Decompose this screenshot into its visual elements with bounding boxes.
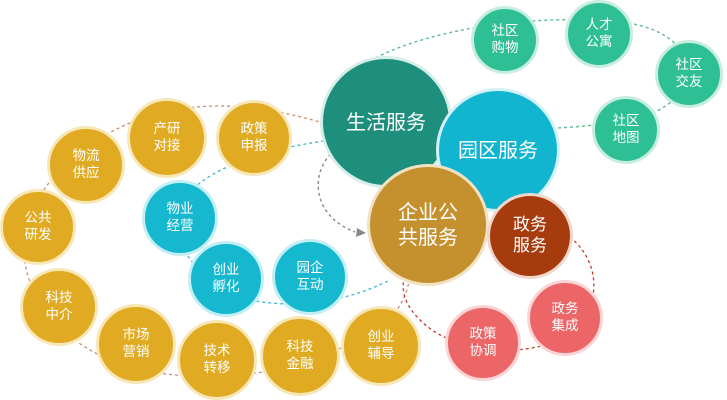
node-tech-agency-label: 科技 中介 [45,290,73,323]
node-policy-coordination[interactable]: 政策 协调 [445,305,521,381]
node-property-management-label: 物业 经营 [166,201,194,234]
node-community-map[interactable]: 社区 地图 [592,96,660,164]
node-logistics-supply-label: 物流 供应 [72,148,100,181]
node-government-integration[interactable]: 政务 集成 [527,280,603,356]
node-community-shopping-label: 社区 购物 [491,23,519,56]
node-talent-apartment[interactable]: 人才 公寓 [565,0,633,68]
hub-living-services-label: 生活服务 [346,109,426,134]
node-marketing[interactable]: 市场 营销 [96,304,176,384]
node-policy-coordination-label: 政策 协调 [469,326,497,359]
node-park-enterprise-interaction-label: 园企 互动 [296,260,324,293]
node-tech-finance[interactable]: 科技 金融 [260,316,340,396]
hub-government-services-label: 政务 服务 [513,214,547,256]
node-joint-rd-label: 公共 研发 [24,210,52,243]
node-community-social[interactable]: 社区 交友 [655,40,723,108]
node-property-management[interactable]: 物业 经营 [142,180,218,256]
node-joint-rd[interactable]: 公共 研发 [0,189,76,265]
hub-living-services[interactable]: 生活服务 [320,56,452,188]
node-talent-apartment-label: 人才 公寓 [585,17,613,50]
node-tech-agency[interactable]: 科技 中介 [20,268,98,346]
node-government-integration-label: 政务 集成 [551,301,579,334]
node-industry-research[interactable]: 产研 对接 [127,98,207,178]
node-startup-coaching-label: 创业 辅导 [367,329,395,362]
node-marketing-label: 市场 营销 [122,327,150,360]
node-community-shopping[interactable]: 社区 购物 [471,6,539,74]
node-tech-transfer-label: 技术 转移 [203,343,231,376]
node-community-social-label: 社区 交友 [675,57,703,90]
node-policy-filing-label: 政策 申报 [240,121,268,154]
node-startup-coaching[interactable]: 创业 辅导 [341,306,421,386]
hub-enterprise-services-label: 企业公 共服务 [398,200,458,249]
node-industry-research-label: 产研 对接 [153,121,181,154]
node-tech-finance-label: 科技 金融 [286,339,314,372]
node-community-map-label: 社区 地图 [612,113,640,146]
node-park-enterprise-interaction[interactable]: 园企 互动 [272,239,348,315]
hub-enterprise-services[interactable]: 企业公 共服务 [367,164,489,286]
node-startup-incubation[interactable]: 创业 孵化 [188,241,264,317]
node-policy-filing[interactable]: 政策 申报 [216,100,292,176]
hub-government-services[interactable]: 政务 服务 [487,193,573,279]
node-logistics-supply[interactable]: 物流 供应 [47,126,125,204]
hub-park-services-label: 园区服务 [458,137,538,162]
node-startup-incubation-label: 创业 孵化 [212,262,240,295]
arrowhead-left [356,228,366,237]
node-tech-transfer[interactable]: 技术 转移 [177,320,257,400]
